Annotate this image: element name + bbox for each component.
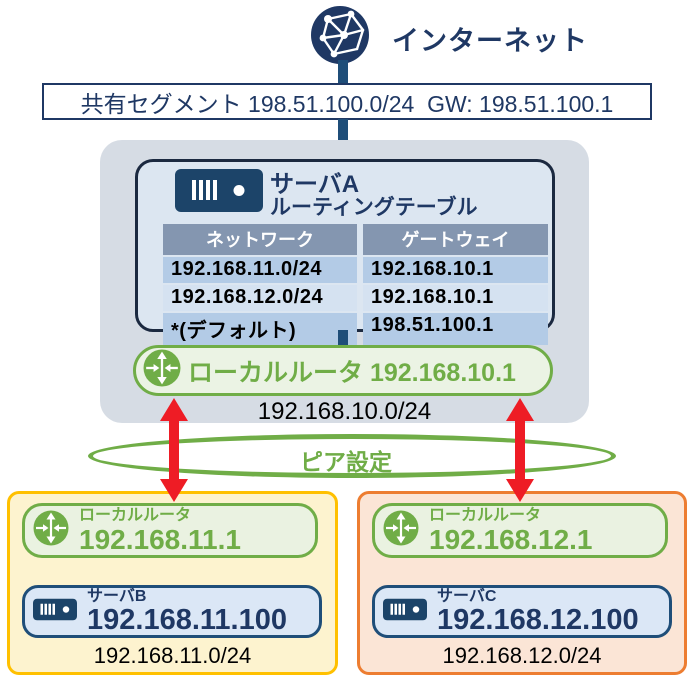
segment-b-cidr: 192.168.11.0/24 [93, 643, 252, 668]
routing-table-cell: 192.168.10.1 [363, 285, 548, 311]
peer-arrow-right-icon [506, 398, 534, 502]
server-b-ip: 192.168.11.100 [87, 603, 287, 636]
server-a-name: サーバA [270, 171, 360, 198]
internet-label: インターネット [392, 26, 588, 56]
routing-table: ネットワーク ゲートウェイ 192.168.11.0/24 192.168.10… [163, 224, 548, 345]
routing-table-cell: 198.51.100.1 [363, 313, 548, 345]
server-b-box: サーバB 192.168.11.100 [22, 585, 322, 638]
local-router-b-label: ローカルルータ [79, 506, 192, 524]
local-router-c-label: ローカルルータ [429, 506, 542, 524]
globe-network-icon [310, 5, 370, 65]
local-router-a-label: ローカルルータ 192.168.10.1 [188, 358, 516, 387]
connector-server-a-to-router-a [338, 330, 348, 347]
routing-table-cell: 192.168.10.1 [363, 257, 548, 283]
local-router-c-box: ローカルルータ 192.168.12.1 [372, 503, 668, 558]
local-router-b-box: ローカルルータ 192.168.11.1 [22, 503, 318, 558]
server-a-subtitle: ルーティングテーブル [270, 196, 478, 219]
segment-a-cidr: 192.168.10.0/24 [257, 398, 432, 425]
peer-config-ellipse [88, 434, 616, 478]
routing-table-cell: 192.168.12.0/24 [163, 285, 357, 311]
server-icon [33, 595, 77, 629]
server-icon [383, 595, 427, 629]
routing-table-header-gateway: ゲートウェイ [363, 224, 548, 255]
peer-config-label: ピア設定 [300, 449, 392, 475]
server-c-ip: 192.168.12.100 [437, 603, 639, 636]
routing-table-header-network: ネットワーク [163, 224, 357, 255]
server-icon [175, 169, 263, 212]
internet-connector-line [338, 60, 348, 85]
router-icon [143, 349, 181, 392]
server-c-name: サーバC [437, 587, 497, 605]
router-icon [383, 510, 419, 551]
routing-table-cell: 192.168.11.0/24 [163, 257, 357, 283]
server-b-name: サーバB [87, 587, 147, 605]
router-icon [33, 510, 69, 551]
local-router-c-ip: 192.168.12.1 [429, 523, 593, 555]
local-router-a-box: ローカルルータ 192.168.10.1 [133, 345, 553, 396]
shared-segment-label: 共有セグメント 198.51.100.0/24 GW: 198.51.100.1 [80, 90, 614, 117]
peer-arrow-left-icon [160, 398, 188, 502]
routing-table-cell: *(デフォルト) [163, 313, 357, 345]
segment-c-cidr: 192.168.12.0/24 [442, 643, 602, 668]
local-router-b-ip: 192.168.11.1 [79, 523, 241, 555]
server-c-box: サーバC 192.168.12.100 [372, 585, 672, 638]
shared-segment-box: 共有セグメント 198.51.100.0/24 GW: 198.51.100.1 [42, 83, 652, 120]
